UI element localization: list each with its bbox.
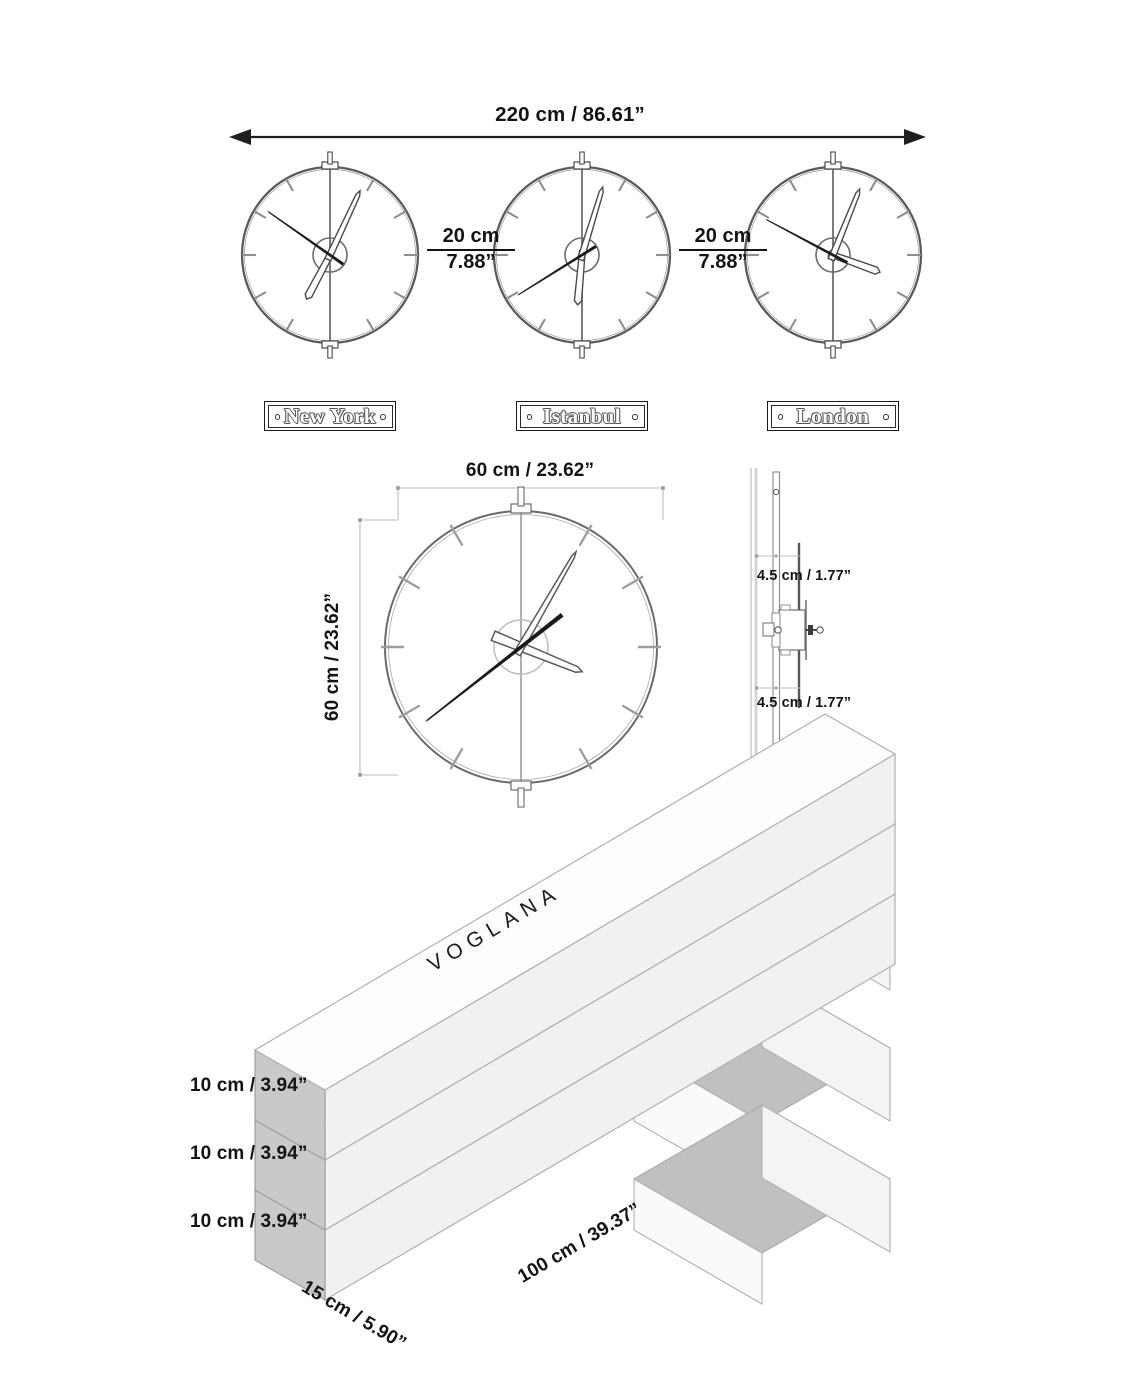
- gap-label-2-cm: 20 cm: [679, 225, 767, 251]
- box-height-label-1: 10 cm / 3.94”: [190, 1075, 308, 1096]
- gap-label-2: 20 cm 7.88”: [679, 225, 767, 273]
- city-label-istanbul: Istanbul: [542, 403, 621, 428]
- clock-istanbul: [492, 150, 672, 360]
- side-view-top-depth-label: 4.5 cm / 1.77”: [757, 568, 852, 584]
- plaque-dot-right-icon: [380, 414, 386, 420]
- clock-front-view: [381, 486, 661, 808]
- clock-new-york: [240, 150, 420, 360]
- gap-label-1-inch: 7.88”: [446, 250, 496, 273]
- clock-london: [743, 150, 923, 360]
- plaque-dot-left-icon: [526, 414, 532, 420]
- plaque-dot-right-icon: [883, 414, 889, 420]
- gap-label-1: 20 cm 7.88”: [427, 225, 515, 273]
- city-plaque-london: London: [767, 401, 899, 431]
- front-view-dimension-lines: [358, 486, 665, 777]
- city-plaque-new-york: New York: [264, 401, 396, 431]
- city-label-london: London: [796, 403, 870, 428]
- box-height-label-2: 10 cm / 3.94”: [190, 1143, 308, 1164]
- plaque-dot-left-icon: [274, 414, 280, 420]
- clock-side-view: [750, 468, 824, 795]
- city-plaque-istanbul: Istanbul: [516, 401, 648, 431]
- overall-width-label: 220 cm / 86.61”: [495, 103, 645, 126]
- plaque-dot-left-icon: [777, 414, 783, 420]
- box-height-label-3: 10 cm / 3.94”: [190, 1211, 308, 1232]
- middle-section: 60 cm / 23.62” 60 cm / 23.62”: [0, 450, 1140, 830]
- packaging-section: VOGLANA 10 cm / 3.94” 10 cm / 3.94” 10 c…: [0, 713, 1140, 1400]
- plaque-dot-right-icon: [632, 414, 638, 420]
- packaging-boxes-isometric: [254, 713, 896, 1305]
- side-view-bottom-depth-label: 4.5 cm / 1.77”: [757, 695, 852, 711]
- top-dimension-arrow: [229, 129, 926, 145]
- city-label-new-york: New York: [284, 403, 376, 428]
- top-section: 220 cm / 86.61”: [0, 0, 1140, 450]
- gap-label-1-cm: 20 cm: [427, 225, 515, 251]
- packaging-right-box-bottom: [632, 1104, 892, 1305]
- clock-row-new-york-istanbul-london: [240, 150, 923, 360]
- front-view-width-label: 60 cm / 23.62”: [465, 460, 595, 481]
- gap-label-2-inch: 7.88”: [698, 250, 748, 273]
